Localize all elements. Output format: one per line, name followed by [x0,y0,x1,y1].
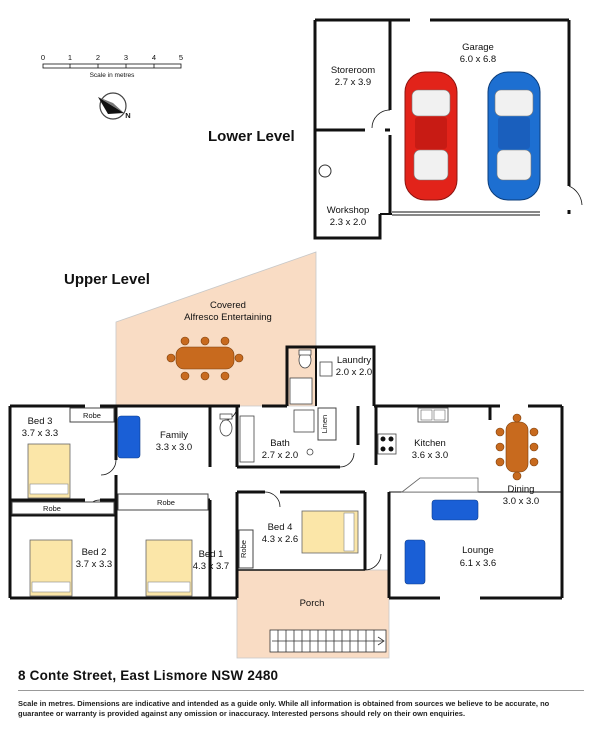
sofa-icon [117,415,479,585]
sink-icon [417,407,449,423]
storeroom-name: Storeroom [331,65,375,76]
shower-icon [289,377,313,405]
toilet-icon [298,349,312,369]
car-icon [404,71,458,201]
bed3-dims: 3.7 x 3.3 [22,428,58,439]
car-icon [487,71,541,201]
dining-table-icon [166,336,244,381]
scale-tick-0: 0 [41,53,45,62]
bath-dims: 2.7 x 2.0 [262,450,298,461]
disclaimer-text: Scale in metres. Dimensions are indicati… [18,699,550,718]
bed-icon [301,510,359,554]
bed2-dims: 3.7 x 3.3 [76,559,112,570]
toilet-icon [219,413,233,437]
basin-icon [306,448,314,456]
upper-level-walls [8,345,564,600]
property-address: 8 Conte Street, East Lismore NSW 2480 [18,668,279,683]
laundry-dims: 2.0 x 2.0 [336,367,372,378]
bed-icon [29,539,73,597]
scale-bar: 0 1 2 3 4 5 Scale in metres [41,53,183,79]
scale-tick-3: 3 [124,53,128,62]
alfresco-label-line2: Alfresco Entertaining [184,312,272,323]
bed1-dims: 4.3 x 3.7 [193,561,229,572]
garage-name: Garage [462,42,494,53]
scale-caption: Scale in metres [90,72,136,79]
family-dims: 3.3 x 3.0 [156,442,192,453]
lounge-dims: 6.1 x 3.6 [460,558,496,569]
storeroom-dims: 2.7 x 3.9 [335,77,371,88]
bed-icon [27,443,71,499]
lower-level-heading: Lower Level [208,128,295,145]
compass-icon: N [98,92,131,120]
stove-icon [377,433,397,455]
compass-north-label: N [125,111,130,120]
alfresco-label-line1: Covered [210,300,246,311]
family-name: Family [160,430,188,441]
garage-dims: 6.0 x 6.8 [460,54,496,65]
bed-icon [145,539,193,597]
dining-name: Dining [508,484,535,495]
robe-bed3-label: Robe [83,411,101,420]
hot-water-icon [318,164,332,178]
bed3-name: Bed 3 [28,416,53,427]
robe-bed1-label: Robe [157,498,175,507]
scale-tick-2: 2 [96,53,100,62]
shower-icon [293,409,315,433]
kitchen-name: Kitchen [414,438,446,449]
lower-level-plan [313,18,571,240]
robe-bed2-label: Robe [43,504,61,513]
dining-dims: 3.0 x 3.0 [503,496,539,507]
lounge-name: Lounge [462,545,494,556]
workshop-dims: 2.3 x 2.0 [330,217,366,228]
porch-name: Porch [300,598,325,609]
kitchen-island [400,477,479,493]
upper-level-heading: Upper Level [64,271,150,288]
scale-tick-4: 4 [152,53,156,62]
bed4-name: Bed 4 [268,522,293,533]
scale-tick-1: 1 [68,53,72,62]
workshop-name: Workshop [327,205,370,216]
bed2-name: Bed 2 [82,547,107,558]
footer-divider [18,690,584,691]
bathtub-icon [239,415,255,463]
scale-tick-5: 5 [179,53,183,62]
bed4-dims: 4.3 x 2.6 [262,534,298,545]
sink-icon [319,361,333,377]
dining-table-icon [495,413,539,481]
bath-name: Bath [270,438,290,449]
bed1-name: Bed 1 [199,549,224,560]
robe-bed4-label: Robe [239,540,248,558]
stairs-icon [269,629,387,653]
laundry-name: Laundry [337,355,372,366]
linen-label: Linen [320,415,329,433]
kitchen-dims: 3.6 x 3.0 [412,450,448,461]
